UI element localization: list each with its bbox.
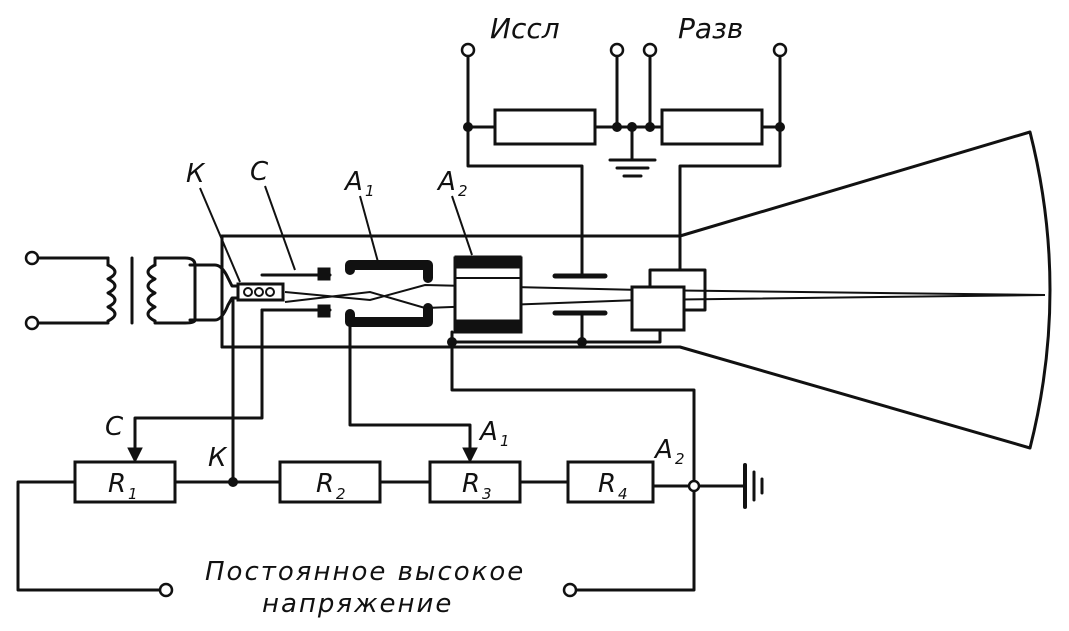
issl-to-plate: [466, 125, 584, 278]
grid-wiper-arrow: [127, 447, 143, 464]
heater-transformer: [24, 250, 197, 331]
electrode-connections: [127, 298, 696, 488]
resistor-r1: [73, 460, 177, 504]
divider-right-lead: [573, 484, 696, 592]
label-c-top: С: [250, 157, 269, 187]
deflection-inputs: Иссл Разв: [460, 12, 788, 278]
divider-left-lead: [16, 480, 162, 592]
terminal-issl-right[interactable]: [609, 42, 625, 58]
terminal-hv-left[interactable]: [158, 582, 174, 598]
label-a1-bottom: А: [478, 417, 498, 447]
terminal-ac-top[interactable]: [24, 250, 40, 266]
label-r1: R: [108, 469, 126, 499]
junction: [645, 122, 655, 132]
label-razv: Разв: [678, 12, 743, 45]
label-a2-bottom-sub: 2: [675, 450, 685, 468]
junction: [627, 122, 637, 132]
junction: [463, 122, 473, 132]
junction-a2: [687, 479, 701, 493]
label-a1-bottom-sub: 1: [500, 432, 510, 450]
cathode-heater: [188, 263, 285, 322]
heater-coil-2: [254, 287, 264, 297]
crt-outline: [220, 130, 1052, 450]
heater-lead-bottom: [188, 296, 284, 322]
junction-k: [228, 477, 238, 487]
label-r3: R: [462, 469, 480, 499]
terminal-issl-left[interactable]: [460, 42, 476, 58]
voltage-divider: R 1 R 2 R 3 R 4 С К А 1 А 2: [16, 412, 764, 598]
terminal-hv-right[interactable]: [562, 582, 578, 598]
label-r4-sub: 4: [618, 485, 628, 503]
electrode-labels: К С А 1 А 2: [186, 157, 473, 283]
label-k-bottom: К: [208, 443, 228, 473]
label-a2-top-sub: 2: [458, 182, 468, 200]
label-a2-bottom: А: [653, 435, 673, 465]
razv-to-plate: [678, 125, 782, 272]
junction: [447, 337, 457, 347]
deflection-plates: [552, 268, 707, 332]
heater-coil-1: [243, 287, 253, 297]
caption-line-1: Постоянное высокое: [205, 557, 525, 587]
a1-lower: [345, 303, 433, 327]
grid-lower-tip: [317, 304, 331, 318]
label-a1-top: А: [343, 167, 363, 197]
leader-k: [199, 187, 241, 283]
terminal-razv-right[interactable]: [772, 42, 788, 58]
caption-line-2: напряжение: [262, 589, 453, 619]
primary-coil: [106, 263, 117, 323]
beam-upper: [284, 283, 1046, 302]
crt-envelope: [220, 130, 1052, 450]
secondary-coil: [146, 263, 157, 323]
label-c-bottom: С: [105, 412, 124, 442]
label-r2: R: [316, 469, 334, 499]
a1-wiper-arrow: [462, 447, 478, 464]
horizontal-plate-front: [630, 285, 686, 332]
terminal-razv-left[interactable]: [642, 42, 658, 58]
issl-amplifier: [493, 108, 597, 146]
label-r3-sub: 3: [482, 485, 492, 503]
horizontal-plate-back: [648, 268, 707, 312]
a2-to-plates: [450, 328, 662, 344]
a1-upper: [345, 260, 433, 283]
a1-lead: [348, 320, 472, 452]
grid-lead: [133, 308, 264, 452]
label-r1-sub: 1: [128, 485, 138, 503]
heater-coil-3: [265, 287, 275, 297]
anode-a1: [345, 260, 433, 327]
label-a2-top: А: [436, 167, 456, 197]
junction: [612, 122, 622, 132]
leader-a2: [451, 195, 473, 256]
a2-bottom-band: [454, 319, 522, 333]
label-a1-top-sub: 1: [365, 182, 375, 200]
leader-c: [264, 185, 296, 271]
grid-upper-tip: [317, 267, 331, 281]
razv-amplifier: [660, 108, 764, 146]
a2-lead: [450, 330, 696, 488]
resistor-r3: [428, 460, 522, 504]
leader-a1: [359, 195, 379, 263]
control-grid: [260, 267, 332, 318]
heater-lead-top: [188, 263, 284, 288]
caption: Постоянное высокое напряжение: [205, 557, 525, 619]
label-r2-sub: 2: [336, 485, 346, 503]
terminal-ac-bottom[interactable]: [24, 315, 40, 331]
resistor-r2: [278, 460, 382, 504]
label-k-top: К: [186, 159, 206, 189]
anode-a2: [453, 255, 523, 334]
a2-top-band: [454, 255, 522, 269]
label-r4: R: [598, 469, 616, 499]
resistor-r4: [566, 460, 655, 504]
secondary-leads: [153, 256, 197, 325]
junction: [775, 122, 785, 132]
label-issl: Иссл: [490, 12, 560, 45]
